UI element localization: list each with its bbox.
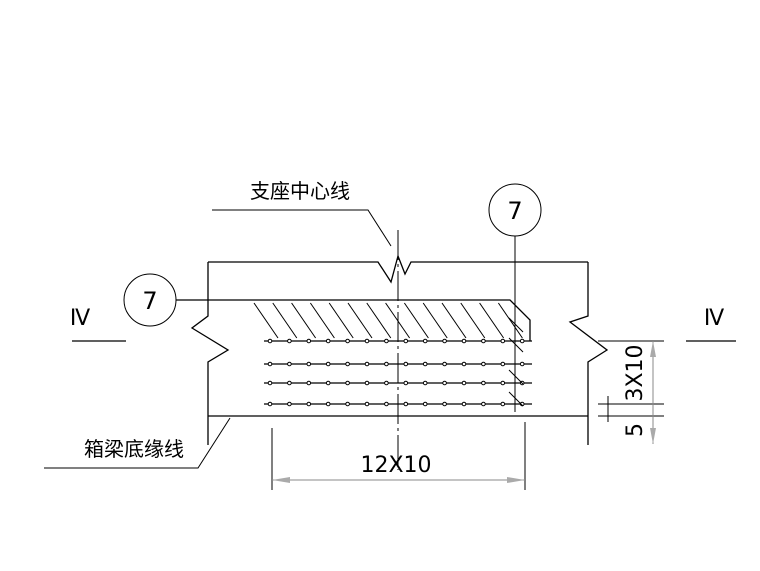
bar-dot bbox=[384, 401, 389, 407]
bar-dot bbox=[267, 361, 273, 367]
bar-dot bbox=[461, 361, 467, 367]
bar-dot bbox=[306, 361, 312, 367]
callout-left-number: 7 bbox=[142, 287, 157, 315]
bar-dot bbox=[345, 401, 350, 407]
bar-dot bbox=[519, 361, 525, 367]
bar-dot bbox=[500, 401, 506, 407]
centerline-leader bbox=[212, 209, 392, 247]
bar-dot bbox=[364, 361, 370, 367]
bar-dot bbox=[384, 338, 389, 344]
bar-dot bbox=[287, 338, 292, 344]
bar-dot bbox=[287, 401, 292, 407]
bar-dot bbox=[384, 361, 389, 367]
bar-dot bbox=[422, 338, 428, 344]
bar-dot bbox=[519, 338, 525, 344]
bar-dot bbox=[345, 380, 350, 386]
mesh-top-line bbox=[176, 299, 531, 341]
bar-dot bbox=[442, 338, 447, 344]
support-centerline-label: 支座中心线 bbox=[250, 179, 350, 203]
bar-dot bbox=[306, 380, 312, 386]
diagonal-bar bbox=[479, 302, 505, 339]
bar-dot bbox=[500, 338, 506, 344]
bar-dot bbox=[481, 380, 486, 386]
diagonal-bar bbox=[309, 302, 335, 339]
diagonal-bar bbox=[253, 302, 279, 339]
diagonal-bar bbox=[497, 302, 523, 339]
bar-dot bbox=[461, 338, 467, 344]
dim-12x10: 12X10 bbox=[360, 453, 431, 478]
bar-dot bbox=[481, 338, 486, 344]
bar-dot bbox=[422, 401, 428, 407]
bar-dot bbox=[345, 338, 350, 344]
bar-dot bbox=[422, 361, 428, 367]
bar-dots bbox=[267, 338, 525, 407]
diagonal-bar bbox=[347, 302, 373, 339]
dim-3x10: 3X10 bbox=[623, 344, 648, 401]
bar-dot bbox=[364, 401, 370, 407]
girder-left-edge bbox=[190, 262, 230, 445]
bar-dot bbox=[442, 401, 447, 407]
callout-left-circle bbox=[123, 273, 177, 327]
girder-right-edge bbox=[568, 262, 609, 445]
bar-dot bbox=[306, 338, 312, 344]
bar-dot bbox=[364, 380, 370, 386]
diagonal-bars bbox=[253, 302, 523, 339]
bar-dot bbox=[287, 380, 292, 386]
horizontal-dimension: 12X10 bbox=[271, 422, 526, 490]
bar-dot bbox=[403, 338, 409, 344]
bar-dot bbox=[325, 361, 331, 367]
bar-dot bbox=[306, 401, 312, 407]
bar-dot bbox=[461, 401, 467, 407]
bar-dot bbox=[403, 401, 409, 407]
bar-dot bbox=[422, 380, 428, 386]
bar-dot bbox=[267, 401, 273, 407]
bar-dot bbox=[384, 380, 389, 386]
bar-dot bbox=[403, 361, 409, 367]
diagonal-bar bbox=[422, 302, 448, 339]
diagonal-bar bbox=[328, 302, 354, 339]
bar-dot bbox=[442, 361, 447, 367]
bar-dot bbox=[325, 401, 331, 407]
bar-dot bbox=[267, 338, 273, 344]
diagonal-bar bbox=[460, 302, 486, 339]
box-girder-bottom-label: 箱梁底缘线 bbox=[84, 437, 184, 461]
bar-dot bbox=[403, 380, 409, 386]
bar-dot bbox=[325, 380, 331, 386]
diagonal-bar bbox=[441, 302, 467, 339]
bar-dot bbox=[345, 361, 350, 367]
diagonal-bar bbox=[272, 302, 298, 339]
dim-cover: 5 bbox=[623, 423, 648, 437]
bar-dot bbox=[287, 361, 292, 367]
bar-dot bbox=[461, 380, 467, 386]
callout-top-number: 7 bbox=[507, 197, 522, 225]
bar-dot bbox=[500, 380, 506, 386]
diagonal-bar bbox=[366, 302, 392, 339]
bar-dot bbox=[442, 380, 447, 386]
section-mark-left: Ⅳ bbox=[70, 306, 91, 331]
bar-dot bbox=[481, 401, 486, 407]
section-mark-right: Ⅳ bbox=[704, 306, 725, 331]
diagonal-bar bbox=[291, 302, 317, 339]
bar-dot bbox=[325, 338, 331, 344]
leader-cross-marks bbox=[508, 317, 524, 407]
girder-outline bbox=[190, 253, 609, 445]
bar-dot bbox=[481, 361, 486, 367]
bar-dot bbox=[267, 380, 273, 386]
bottom-label-leader bbox=[44, 417, 231, 469]
diagonal-bar bbox=[403, 302, 429, 339]
bar-dot bbox=[500, 361, 506, 367]
bar-dot bbox=[364, 338, 370, 344]
vertical-dimension: 3X10 5 bbox=[598, 340, 664, 444]
